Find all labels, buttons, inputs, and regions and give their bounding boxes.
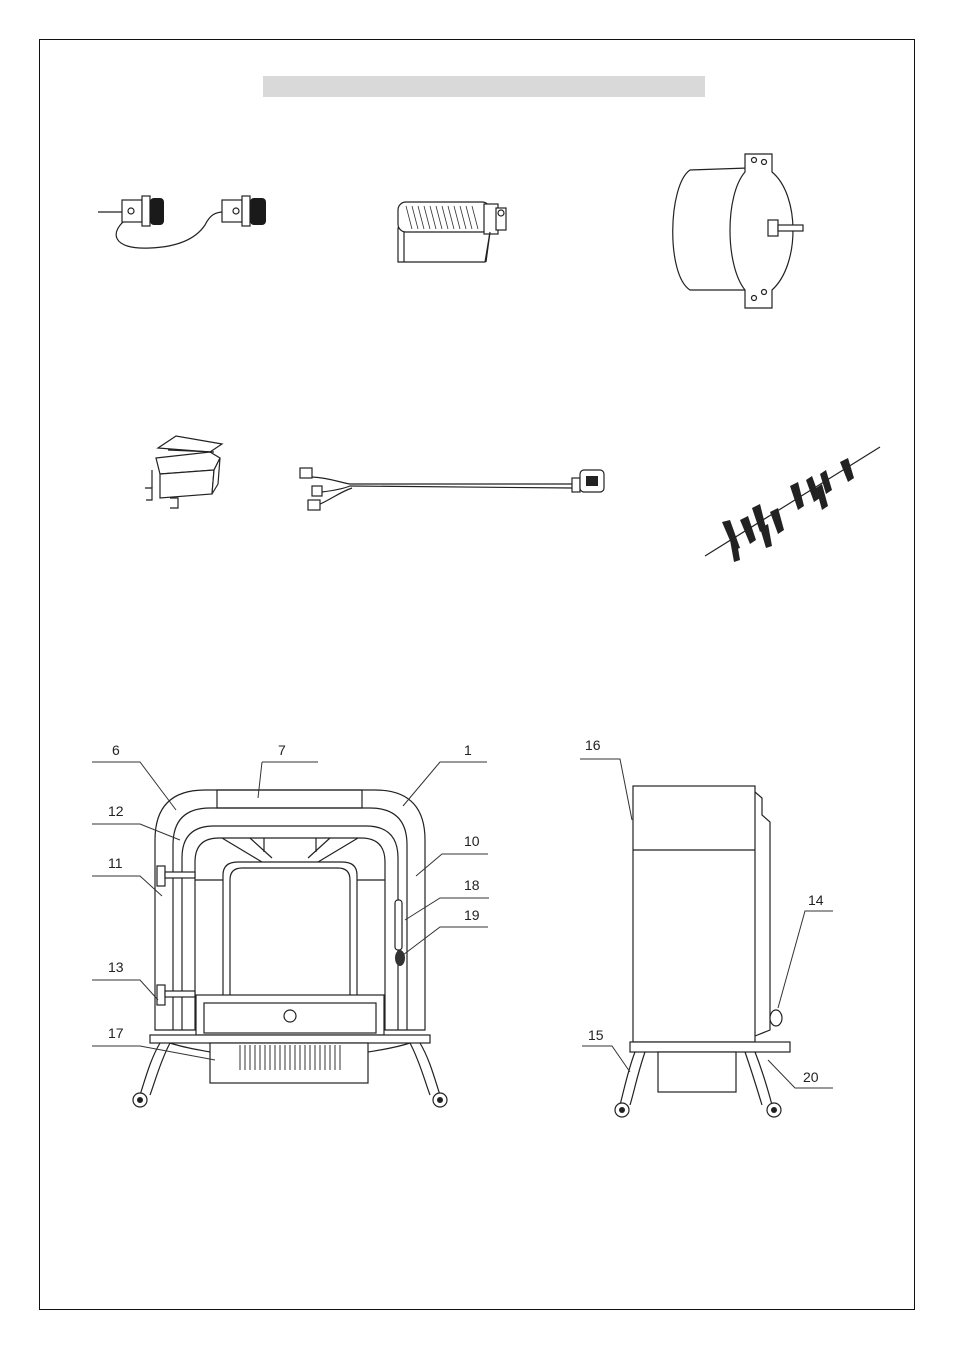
light-string [705, 447, 880, 562]
rocker-switch [145, 436, 222, 508]
fan-motor [673, 154, 803, 308]
callout-7: 7 [278, 742, 286, 758]
callout-12: 12 [108, 803, 124, 819]
power-cord-harness [300, 468, 604, 510]
callout-18: 18 [464, 877, 480, 893]
stove-front-view [133, 790, 447, 1107]
callout-15: 15 [588, 1027, 604, 1043]
stove-side-view [615, 786, 790, 1117]
wiring-connector-set [98, 196, 266, 248]
flame-motor-tube [398, 202, 506, 262]
callout-11: 11 [108, 855, 123, 871]
callout-16: 16 [585, 737, 601, 753]
callout-1: 1 [464, 742, 472, 758]
callout-6: 6 [112, 742, 120, 758]
callout-14: 14 [808, 892, 824, 908]
callout-13: 13 [108, 959, 124, 975]
callout-10: 10 [464, 833, 480, 849]
callout-17: 17 [108, 1025, 124, 1041]
callout-19: 19 [464, 907, 480, 923]
callout-20: 20 [803, 1069, 819, 1085]
